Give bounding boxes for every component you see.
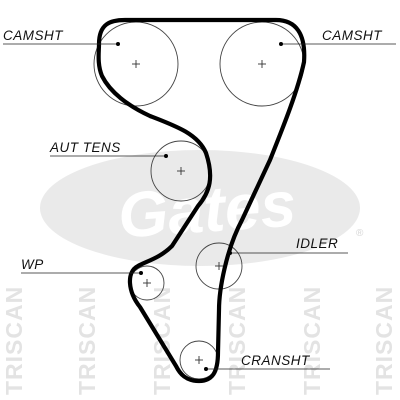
camshaft-right-pulley [219, 21, 305, 107]
label-camshaft-right: CAMSHT [279, 28, 396, 46]
watermark-column-2: TRISCAN [74, 286, 100, 395]
watermark-logo: Gates ® [40, 150, 364, 266]
label-idler: IDLER [228, 236, 348, 255]
watermark: TRISCAN TRISCAN TRISCAN TRISCAN TRISCAN … [1, 150, 397, 395]
label-auto-tensioner-text: AUT TENS [49, 140, 121, 155]
watermark-column-4: TRISCAN [224, 286, 250, 395]
label-camshaft-left: CAMSHT [3, 28, 120, 46]
label-camshaft-right-text: CAMSHT [322, 28, 383, 43]
label-crankshaft: CRANSHT [204, 353, 330, 371]
label-water-pump-text: WP [21, 257, 44, 272]
label-water-pump: WP [21, 257, 143, 275]
label-auto-tensioner: AUT TENS [49, 140, 168, 158]
label-idler-text: IDLER [296, 236, 338, 251]
watermark-column-6: TRISCAN [371, 286, 397, 395]
watermark-logo-oval [40, 150, 360, 266]
watermark-column-1: TRISCAN [1, 286, 27, 395]
label-camshaft-left-text: CAMSHT [3, 28, 64, 43]
watermark-trademark: ® [356, 228, 364, 239]
water-pump-pulley [129, 265, 165, 301]
camshaft-left-pulley [93, 21, 179, 107]
watermark-column-5: TRISCAN [299, 286, 325, 395]
timing-belt [96, 17, 307, 384]
label-crankshaft-text: CRANSHT [241, 353, 311, 368]
watermark-logo-text: Gates [116, 167, 298, 251]
component-labels: CAMSHT CAMSHT AUT TENS IDLER WP CRANSHT [3, 28, 396, 371]
